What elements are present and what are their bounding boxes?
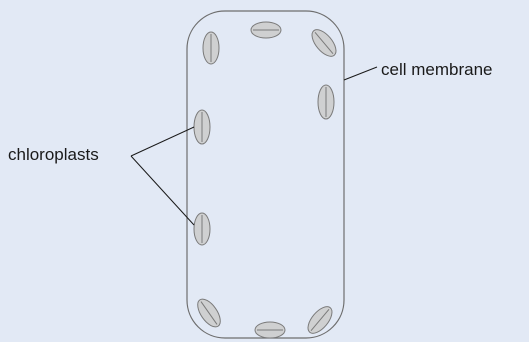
- chloroplast-leader-upper: [131, 127, 194, 156]
- chloroplast: [251, 22, 281, 38]
- chloroplasts-label: chloroplasts: [8, 146, 99, 163]
- chloroplast: [255, 322, 285, 338]
- chloroplast: [194, 110, 210, 144]
- chloroplast-group: [193, 22, 340, 338]
- chloroplast: [304, 303, 337, 338]
- cell-membrane-label: cell membrane: [381, 61, 493, 78]
- chloroplast: [203, 32, 219, 64]
- chloroplast: [318, 85, 334, 119]
- chloroplast: [194, 213, 210, 245]
- chloroplast: [308, 26, 341, 61]
- chloroplast: [193, 295, 224, 330]
- chloroplast-leader-lower: [131, 156, 194, 225]
- membrane-leader: [344, 67, 377, 80]
- leader-lines: [131, 67, 377, 225]
